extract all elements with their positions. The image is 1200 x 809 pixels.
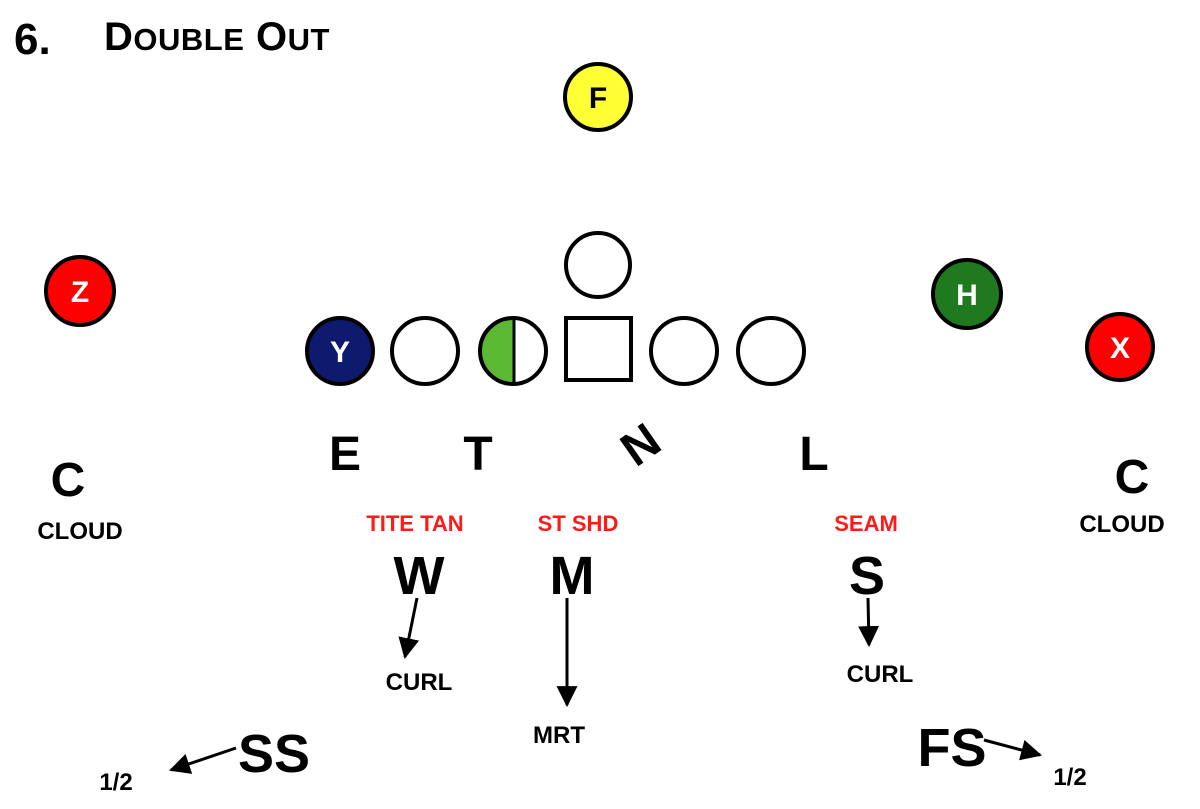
fs-assignment: 1/2 — [1053, 764, 1086, 791]
defender-l: L — [799, 428, 828, 481]
play-title: DOUBLE OUT — [104, 15, 330, 59]
corner-right: C — [1115, 451, 1150, 504]
player-h-label: H — [956, 279, 978, 312]
player-h: H — [931, 258, 1003, 330]
s-call: SEAM — [834, 511, 898, 536]
strong-safety: SS — [238, 724, 310, 784]
left-tackle-circle — [390, 316, 460, 386]
player-f: F — [563, 62, 633, 132]
right-tackle-circle — [736, 316, 806, 386]
left-guard — [478, 316, 548, 386]
player-x-label: X — [1110, 332, 1130, 365]
m-assignment: MRT — [533, 722, 585, 749]
player-y-label: Y — [330, 336, 350, 369]
player-h-circle — [931, 258, 1003, 330]
w-drop-arrow — [398, 597, 420, 660]
linebacker-s: S — [849, 546, 885, 606]
corner-right-assignment: CLOUD — [1079, 511, 1164, 538]
corner-left: C — [51, 454, 86, 507]
player-x: X — [1085, 312, 1155, 382]
w-assignment: CURL — [386, 669, 453, 696]
ss-assignment: 1/2 — [99, 769, 132, 796]
free-safety: FS — [917, 718, 986, 778]
m-call: ST SHD — [538, 511, 619, 536]
linebacker-m: M — [550, 546, 595, 606]
player-f-circle — [563, 62, 633, 132]
play-number: 6. — [14, 15, 51, 64]
corner-left-assignment: CLOUD — [37, 518, 122, 545]
s-assignment: CURL — [847, 661, 914, 688]
linebacker-w: W — [394, 546, 445, 606]
center-square — [564, 316, 633, 382]
player-z-label: Z — [71, 276, 89, 309]
fs-drop-arrow — [983, 738, 1043, 761]
w-call: TITE TAN — [366, 511, 463, 536]
player-f-label: F — [589, 82, 607, 115]
ss-drop-arrow — [169, 746, 237, 774]
player-z-circle — [44, 255, 116, 327]
player-y-circle — [305, 316, 375, 386]
player-y: Y — [305, 316, 375, 386]
quarterback-circle — [564, 231, 632, 299]
s-drop-arrow — [858, 597, 880, 648]
defender-t: T — [463, 428, 492, 481]
left-guard-outline — [478, 316, 548, 386]
defender-e: E — [329, 428, 361, 481]
right-guard-circle — [649, 316, 719, 386]
defender-n: N — [612, 414, 671, 477]
left-guard-half-fill — [480, 318, 514, 384]
player-z: Z — [44, 255, 116, 327]
player-x-circle — [1085, 312, 1155, 382]
